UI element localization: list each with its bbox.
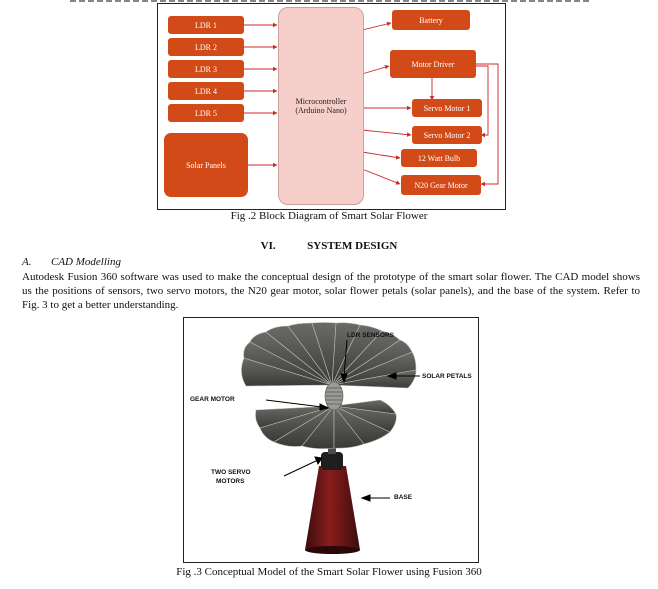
subsection-heading: A. CAD Modelling — [22, 256, 121, 268]
bulb-box: 12 Watt Bulb — [401, 149, 477, 167]
driver-to-servo2 — [476, 65, 489, 138]
fig2-caption: Fig .2 Block Diagram of Smart Solar Flow… — [230, 210, 428, 222]
cad-model-render — [241, 322, 420, 554]
gear-motor-label: GEAR MOTOR — [190, 396, 235, 403]
solar-petals-label: SOLAR PETALS — [422, 373, 472, 380]
servo2-arrow — [361, 129, 412, 137]
battery-arrow — [361, 21, 392, 31]
base-label: BASE — [394, 494, 413, 501]
cad-figure: LDR SENSORS SOLAR PETALS GEAR MOTOR TWO … — [183, 317, 479, 563]
driver-arrow — [361, 64, 390, 75]
servo-motor-2-box: Servo Motor 2 — [412, 126, 482, 144]
ldr-3-box: LDR 3 — [168, 60, 244, 78]
cropped-text-line — [70, 0, 590, 2]
microcontroller-box: Microcontroller (Arduino Nano) — [278, 7, 364, 205]
lower-petals — [255, 399, 397, 449]
mcu-label: Microcontroller — [295, 97, 347, 106]
motor-driver-box: Motor Driver — [390, 50, 476, 78]
battery-box: Battery — [392, 10, 470, 30]
motors-label: MOTORS — [216, 478, 245, 485]
subsection-letter: A. — [22, 256, 32, 268]
bulb-arrow — [361, 151, 401, 160]
subsection-title: CAD Modelling — [50, 256, 121, 268]
driver-to-gear — [476, 63, 499, 187]
two-servo-label: TWO SERVO — [211, 469, 251, 476]
section-number: VI. — [260, 240, 276, 252]
ldr-sensors-label: LDR SENSORS — [347, 332, 394, 339]
mcu-sublabel: (Arduino Nano) — [295, 106, 347, 115]
ldr-5-box: LDR 5 — [168, 104, 244, 122]
block-diagram: LDR 1 LDR 2 LDR 3 LDR 4 LDR 5 Solar Pane… — [157, 3, 506, 210]
gear-arrow — [361, 168, 401, 185]
connection-lines — [244, 21, 499, 187]
servo-motor-1-box: Servo Motor 1 — [412, 99, 482, 117]
ldr-4-box: LDR 4 — [168, 82, 244, 100]
ldr-1-box: LDR 1 — [168, 16, 244, 34]
ldr-2-box: LDR 2 — [168, 38, 244, 56]
base-shape — [305, 466, 360, 550]
servo-housing — [321, 452, 343, 470]
section-heading: VI. SYSTEM DESIGN — [0, 240, 658, 252]
fig3-caption: Fig .3 Conceptual Model of the Smart Sol… — [176, 566, 482, 578]
gear-motor-box: N20 Gear Motor — [401, 175, 481, 195]
solar-panels-box: Solar Panels — [164, 133, 248, 197]
body-paragraph: Autodesk Fusion 360 software was used to… — [22, 271, 640, 311]
section-title: SYSTEM DESIGN — [307, 240, 398, 252]
